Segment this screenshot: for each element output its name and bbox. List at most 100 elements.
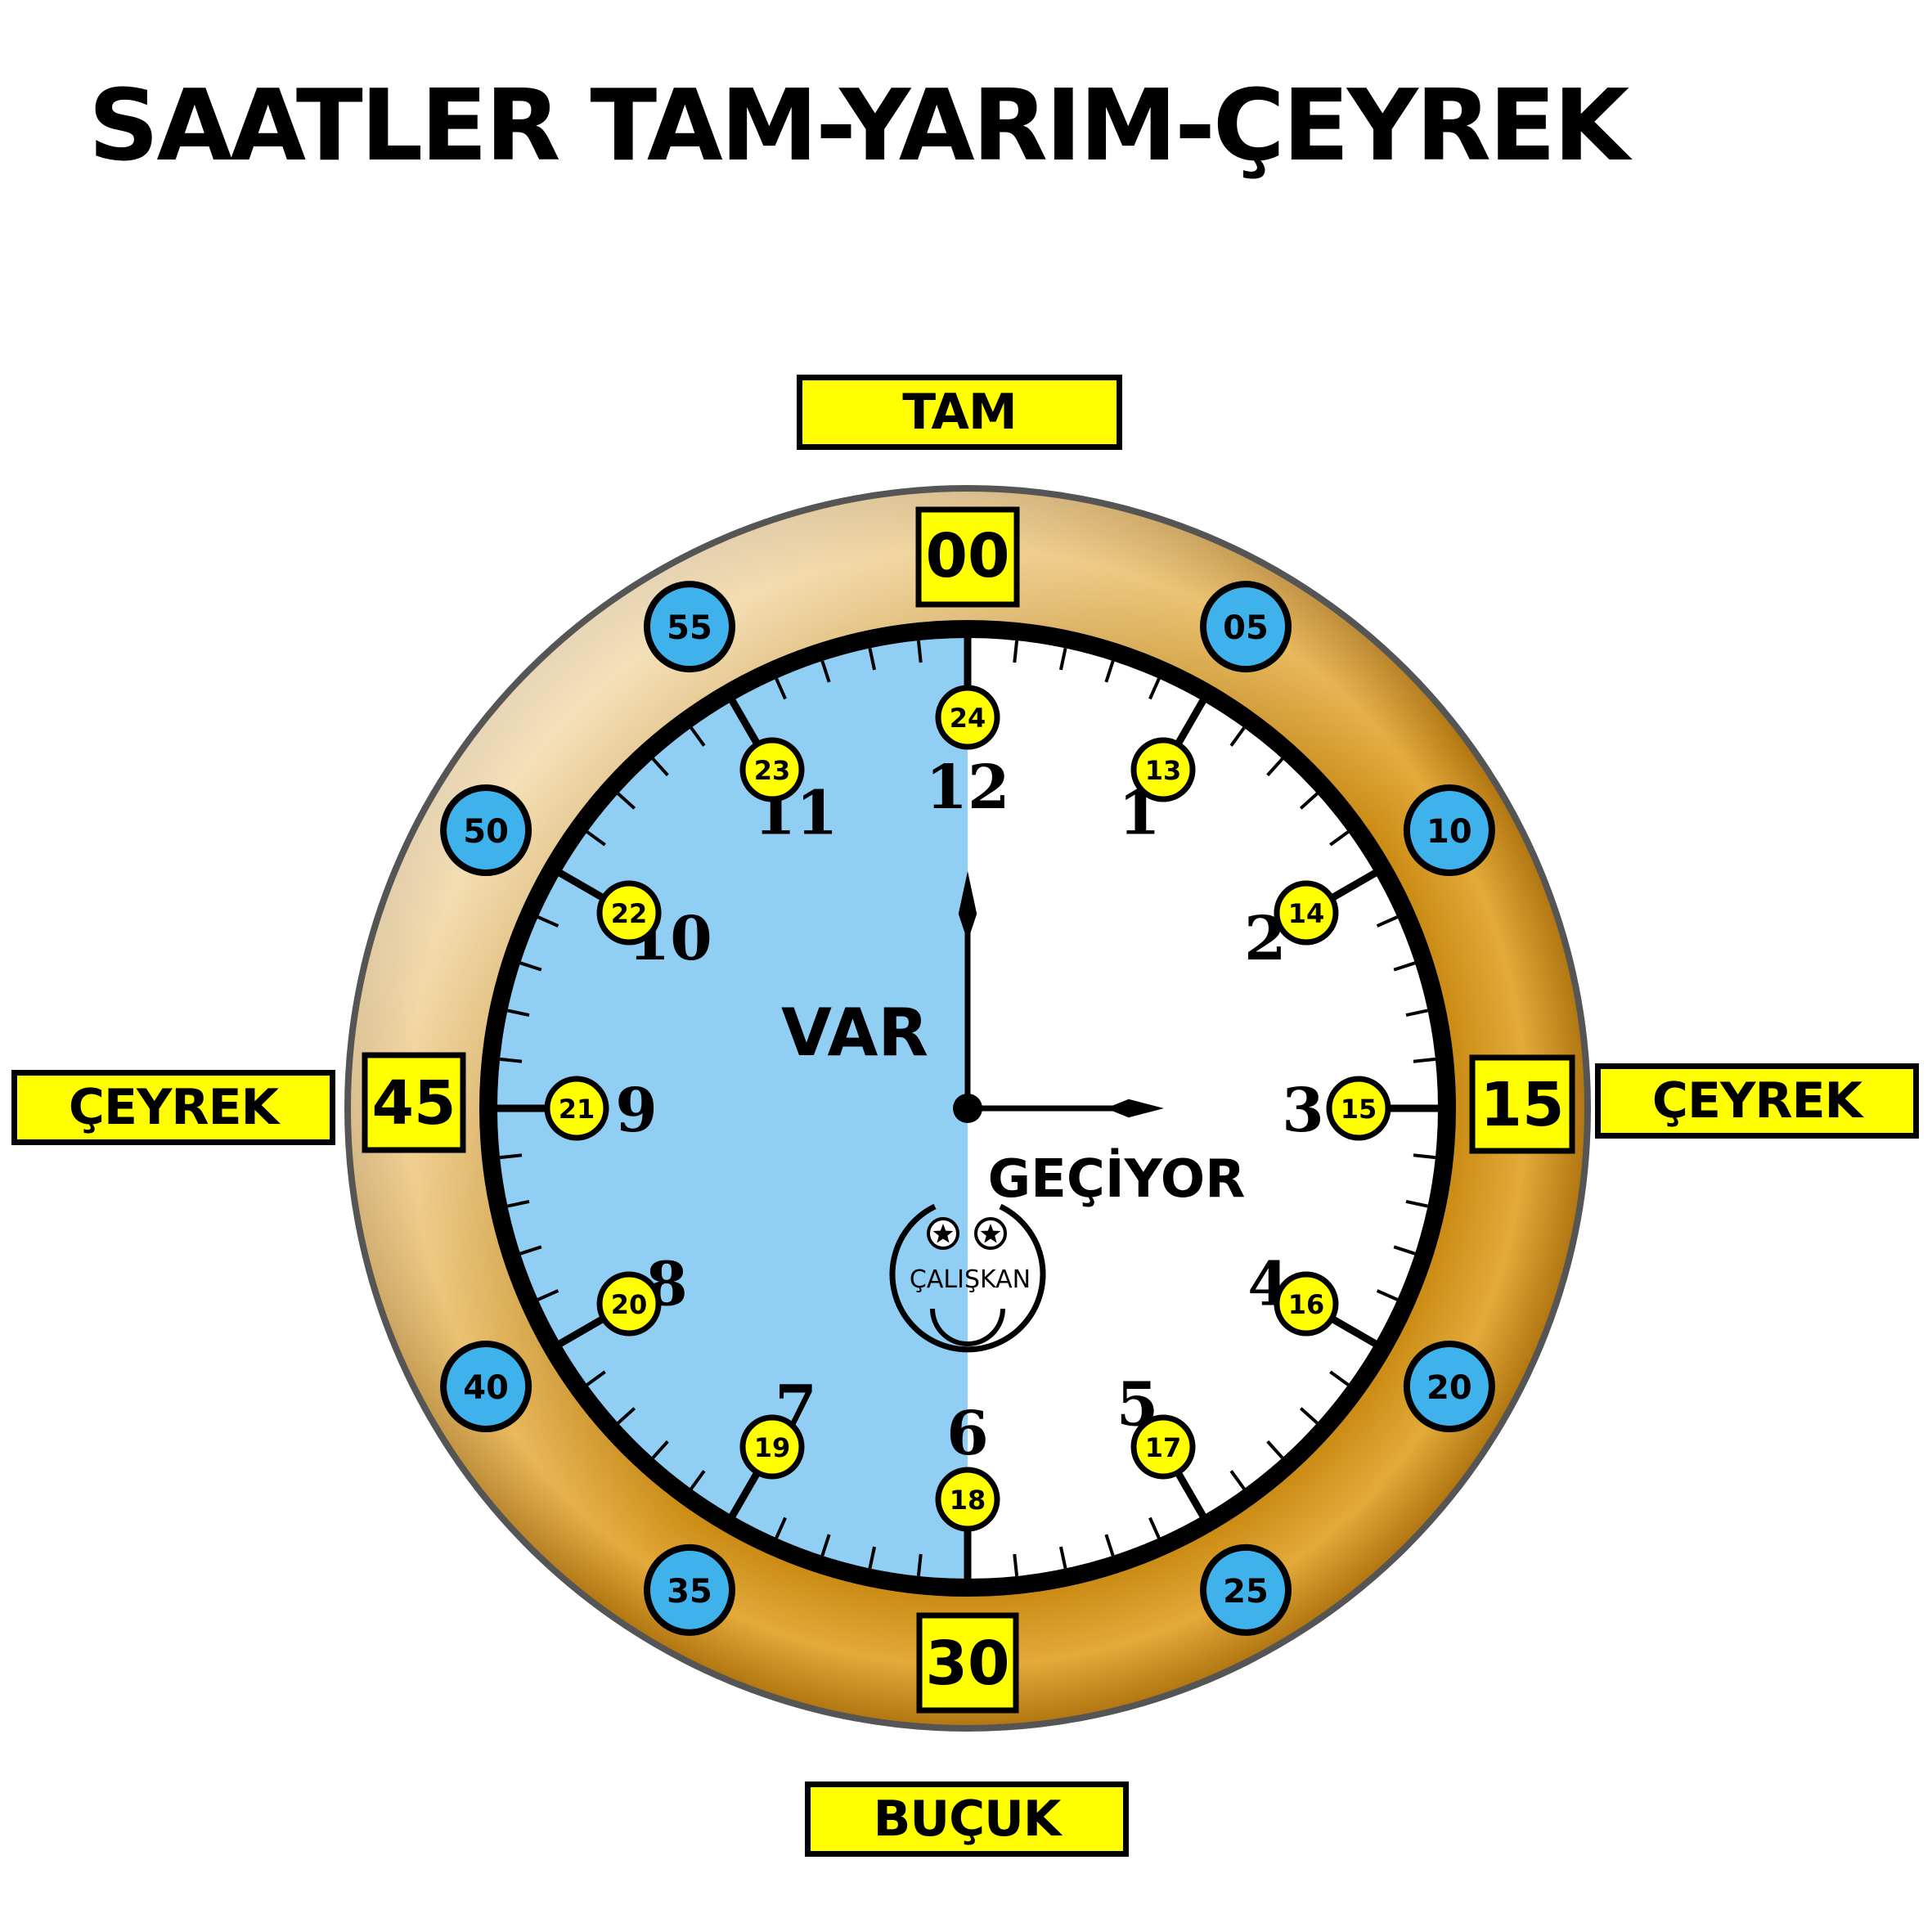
logo-star-right-shape: [980, 1224, 1001, 1243]
hour-tick: [727, 1466, 763, 1521]
minute-tick: [1393, 1245, 1416, 1256]
hour-24-text: 20: [611, 1289, 648, 1320]
caliskan-logo: ÇALIŞKAN: [889, 1203, 1046, 1353]
minute-tick: [820, 660, 831, 683]
minute-tick: [519, 1245, 542, 1256]
hour-24-text: 13: [1145, 755, 1182, 786]
hour-24-text: 17: [1145, 1432, 1182, 1463]
minute-box-15: 15: [1469, 1054, 1575, 1154]
minute-tick: [1104, 660, 1115, 683]
minute-tick: [1266, 757, 1284, 777]
minute-circle: 05: [1200, 581, 1292, 673]
minute-circle-text: 10: [1427, 813, 1472, 851]
hour-tick: [1172, 695, 1208, 751]
hour-tick: [1325, 868, 1381, 904]
hour-ticks: [493, 634, 1442, 1583]
minute-tick: [499, 1057, 523, 1063]
logo-text: ÇALIŞKAN: [910, 1265, 1031, 1294]
hour-numeral: 9: [615, 1076, 658, 1146]
minute-tick: [1413, 1153, 1436, 1160]
minute-tick: [586, 1370, 606, 1386]
logo-smile: [930, 1308, 1005, 1346]
minute-box-30-text: 30: [926, 1629, 1010, 1699]
hour-24-circle: 15: [1326, 1076, 1391, 1141]
hour-24-text: 23: [754, 755, 791, 786]
hour-24-circle: 19: [739, 1414, 805, 1480]
minute-box-00-text: 00: [926, 521, 1010, 591]
minute-tick: [507, 1009, 530, 1018]
minute-circle-text: 40: [463, 1369, 509, 1407]
hour-24-circle: 16: [1274, 1271, 1339, 1337]
minute-circle-text: 20: [1427, 1369, 1472, 1407]
label-bucuk: BUÇUK: [805, 1781, 1129, 1857]
word-var: VAR: [781, 995, 928, 1071]
hour-24-text: 22: [611, 898, 648, 929]
hour-numeral: 12: [926, 753, 1010, 823]
minute-tick: [690, 726, 706, 747]
minute-hand: [958, 871, 977, 1108]
minute-circle: 40: [440, 1341, 532, 1432]
hour-24-text: 14: [1288, 898, 1325, 929]
minute-circle-text: 55: [667, 609, 712, 647]
minute-tick: [617, 1407, 636, 1425]
hour-24-circle: 14: [1274, 880, 1339, 946]
minute-tick: [1104, 1534, 1115, 1557]
hour-24-circle: 18: [935, 1467, 1000, 1532]
clock-face-rim: [479, 620, 1456, 1597]
minute-tick: [1148, 677, 1161, 700]
minute-circle: 20: [1403, 1341, 1495, 1432]
minute-tick: [916, 1553, 923, 1577]
clock-face: [479, 620, 1456, 1597]
hour-numeral: 6: [946, 1399, 989, 1469]
minute-box-45: 45: [362, 1052, 466, 1153]
hour-hand: [968, 1099, 1164, 1118]
hour-24-text: 18: [950, 1485, 986, 1516]
minute-tick: [1229, 726, 1246, 747]
page-title: SAATLER TAM-YARIM-ÇEYREK: [88, 70, 1629, 183]
minute-tick: [537, 915, 559, 928]
label-ceyrek-left: ÇEYREK: [11, 1070, 335, 1145]
minute-tick: [1329, 830, 1350, 847]
hour-24-text: 16: [1288, 1289, 1325, 1320]
hour-tick: [1325, 1313, 1381, 1349]
hour-24-text: 15: [1341, 1094, 1377, 1125]
minute-tick: [1058, 648, 1067, 671]
minute-tick: [868, 648, 877, 671]
minute-circle-text: 50: [463, 813, 509, 851]
hour-24-circle: 13: [1130, 737, 1196, 802]
hour-tick: [727, 695, 763, 751]
hour-24-circle: 20: [596, 1271, 662, 1337]
hour-24-circle: 24: [935, 685, 1000, 750]
minute-tick: [1405, 1199, 1428, 1208]
minute-circle: 10: [1403, 784, 1495, 876]
minute-tick: [1329, 1370, 1350, 1386]
hour-24-circle: 22: [596, 880, 662, 946]
hour-24-text: 21: [559, 1094, 595, 1125]
minute-tick: [1229, 1470, 1246, 1490]
minute-tick: [690, 1470, 706, 1490]
minute-tick: [1376, 1289, 1399, 1301]
minute-tick: [1013, 1553, 1019, 1577]
minute-circle: 35: [644, 1543, 735, 1636]
minute-tick: [617, 792, 636, 810]
minute-tick: [537, 1289, 559, 1301]
minute-tick: [586, 830, 606, 847]
minute-tick: [820, 1534, 831, 1557]
minute-tick: [1148, 1516, 1161, 1539]
minute-tick: [916, 640, 923, 663]
hour-24-circle: 17: [1130, 1414, 1196, 1480]
hour-24-text: 24: [950, 703, 986, 734]
face-white-half: [968, 629, 1447, 1588]
minute-box-30: 30: [916, 1612, 1019, 1714]
minute-box-15-text: 15: [1480, 1070, 1565, 1140]
minute-tick: [651, 1440, 669, 1459]
minute-ticks: [499, 640, 1436, 1577]
logo-ring: [889, 1203, 1046, 1353]
minute-tick: [775, 677, 787, 700]
hand-pivot: [953, 1094, 982, 1123]
minute-tick: [1376, 915, 1399, 928]
hour-numeral: 3: [1282, 1076, 1324, 1146]
minute-circle: 25: [1200, 1543, 1292, 1636]
minute-tick: [1058, 1546, 1067, 1569]
